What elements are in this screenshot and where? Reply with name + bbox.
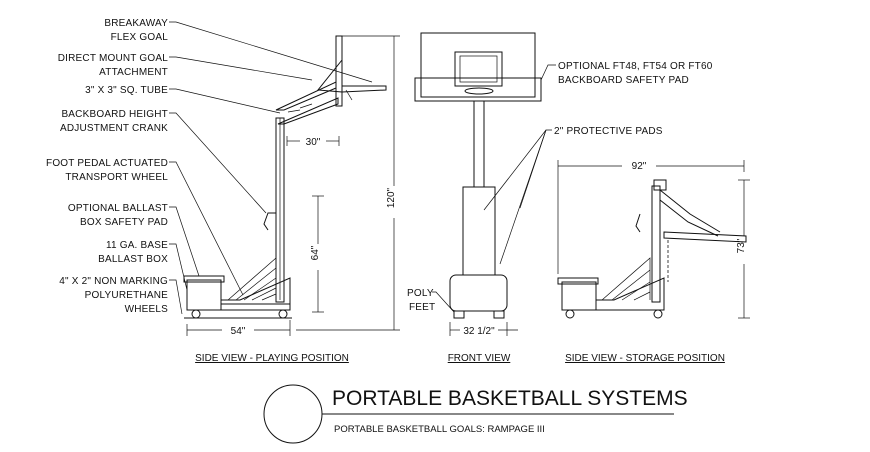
rim-side (341, 85, 387, 93)
backboard-side (335, 35, 343, 107)
label-ballast-pad-line1: OPTIONAL BALLAST (68, 203, 168, 214)
label-wheels-line1: 4" X 2" NON MARKING (59, 276, 168, 287)
caption-side-storage: SIDE VIEW - STORAGE POSITION (565, 353, 725, 364)
front-view: 32 1/2" POLY FEET (407, 32, 542, 337)
storage-base-brace (601, 257, 651, 301)
label-poly-feet-line1: POLY (407, 288, 434, 299)
storage-ballast-pad (557, 277, 599, 285)
label-square-tube: 3" X 3" SQ. TUBE (85, 85, 168, 96)
dim-rim-height: 64" (310, 245, 321, 260)
label-foot-pedal-line2: TRANSPORT WHEEL (65, 172, 168, 183)
storage-pole (651, 185, 661, 303)
crank-handle (263, 212, 276, 231)
leader-direct-mount (169, 56, 313, 81)
leader-pads-base (499, 129, 547, 265)
pole-upper (473, 100, 485, 188)
title-text: PORTABLE BASKETBALL SYSTEMS (332, 387, 688, 410)
backboard-safety-pad (414, 77, 542, 102)
title-circle (263, 384, 323, 444)
label-foot-pedal-line1: FOOT PEDAL ACTUATED (46, 158, 168, 169)
label-direct-mount-line1: DIRECT MOUNT GOAL (58, 53, 169, 64)
label-ballast-pad-line2: BOX SAFETY PAD (80, 217, 168, 228)
callout-labels-right: OPTIONAL FT48, FT54 OR FT60 BACKBOARD SA… (483, 61, 713, 265)
dim-total-height: 120" (386, 187, 397, 208)
leader-square-tube (169, 88, 281, 114)
dim-reach: 30" (306, 137, 321, 148)
leader-safety-pad (540, 64, 556, 81)
backboard-bracket (317, 59, 343, 93)
storage-base-frame (596, 277, 665, 311)
pole-pad (462, 186, 496, 276)
poly-foot-right (493, 310, 505, 319)
caption-front: FRONT VIEW (448, 353, 511, 364)
dim-base-width: 32 1/2" (463, 326, 495, 337)
leader-crank (169, 112, 267, 214)
label-base-box-line1: 11 GA. BASE (106, 240, 168, 251)
label-crank-line2: ADJUSTMENT CRANK (60, 123, 168, 134)
backboard-front (420, 32, 536, 98)
label-breakaway-line1: BREAKAWAY (104, 18, 168, 29)
label-base-box-line2: BALLAST BOX (98, 254, 168, 265)
leader-wheels (169, 279, 183, 315)
label-breakaway-line2: FLEX GOAL (111, 32, 169, 43)
ballast-box (186, 279, 222, 311)
leader-poly-feet (432, 291, 455, 313)
label-wheels-line2: POLYURETHANE (85, 290, 168, 301)
rim-front (464, 87, 494, 95)
lower-arm (277, 97, 339, 125)
title-block: PORTABLE BASKETBALL SYSTEMS PORTABLE BAS… (263, 384, 688, 444)
dim-storage-depth: 92" (632, 161, 647, 172)
leader-ballast-pad (169, 206, 200, 277)
label-direct-mount-line2: ATTACHMENT (99, 67, 168, 78)
storage-crank (635, 213, 641, 233)
leader-lines-left (169, 21, 373, 315)
storage-backboard (663, 231, 747, 243)
callout-labels-left: BREAKAWAY FLEX GOAL DIRECT MOUNT GOAL AT… (46, 18, 168, 315)
label-crank-line1: BACKBOARD HEIGHT (61, 109, 168, 120)
poly-foot-left (453, 310, 465, 319)
wheel-rear (191, 309, 201, 319)
target-square-outer (454, 51, 503, 87)
side-view-playing: 30" 64" 120" 54" (183, 35, 400, 337)
storage-lower-arm (659, 199, 719, 237)
label-safety-pad-line2: BACKBOARD SAFETY PAD (558, 75, 689, 86)
label-poly-feet-line2: FEET (409, 302, 435, 313)
side-view-storage: 92" 73" (557, 160, 750, 319)
storage-wheel-front (653, 309, 663, 319)
leader-foot-pedal (169, 161, 244, 296)
dim-base-depth: 54" (231, 326, 246, 337)
label-wheels-line3: WHEELS (125, 304, 169, 315)
leader-base-box (169, 243, 188, 291)
leader-breakaway (169, 21, 373, 83)
target-square-inner (459, 55, 498, 83)
base-frame (221, 277, 291, 311)
storage-upper-arm (659, 189, 721, 233)
base-front (449, 274, 508, 312)
label-safety-pad-line1: OPTIONAL FT48, FT54 OR FT60 (558, 61, 713, 72)
subtitle-text: PORTABLE BASKETBALL GOALS: RAMPAGE III (334, 424, 545, 435)
caption-side-playing: SIDE VIEW - PLAYING POSITION (195, 353, 349, 364)
label-protective-pads: 2" PROTECTIVE PADS (554, 126, 663, 137)
dim-storage-height: 73" (736, 238, 747, 253)
wheel-front (278, 309, 288, 319)
ballast-pad (183, 275, 225, 283)
storage-ballast-box (561, 281, 597, 311)
view-captions: SIDE VIEW - PLAYING POSITION FRONT VIEW … (195, 353, 725, 364)
storage-wheel-rear (565, 309, 575, 319)
